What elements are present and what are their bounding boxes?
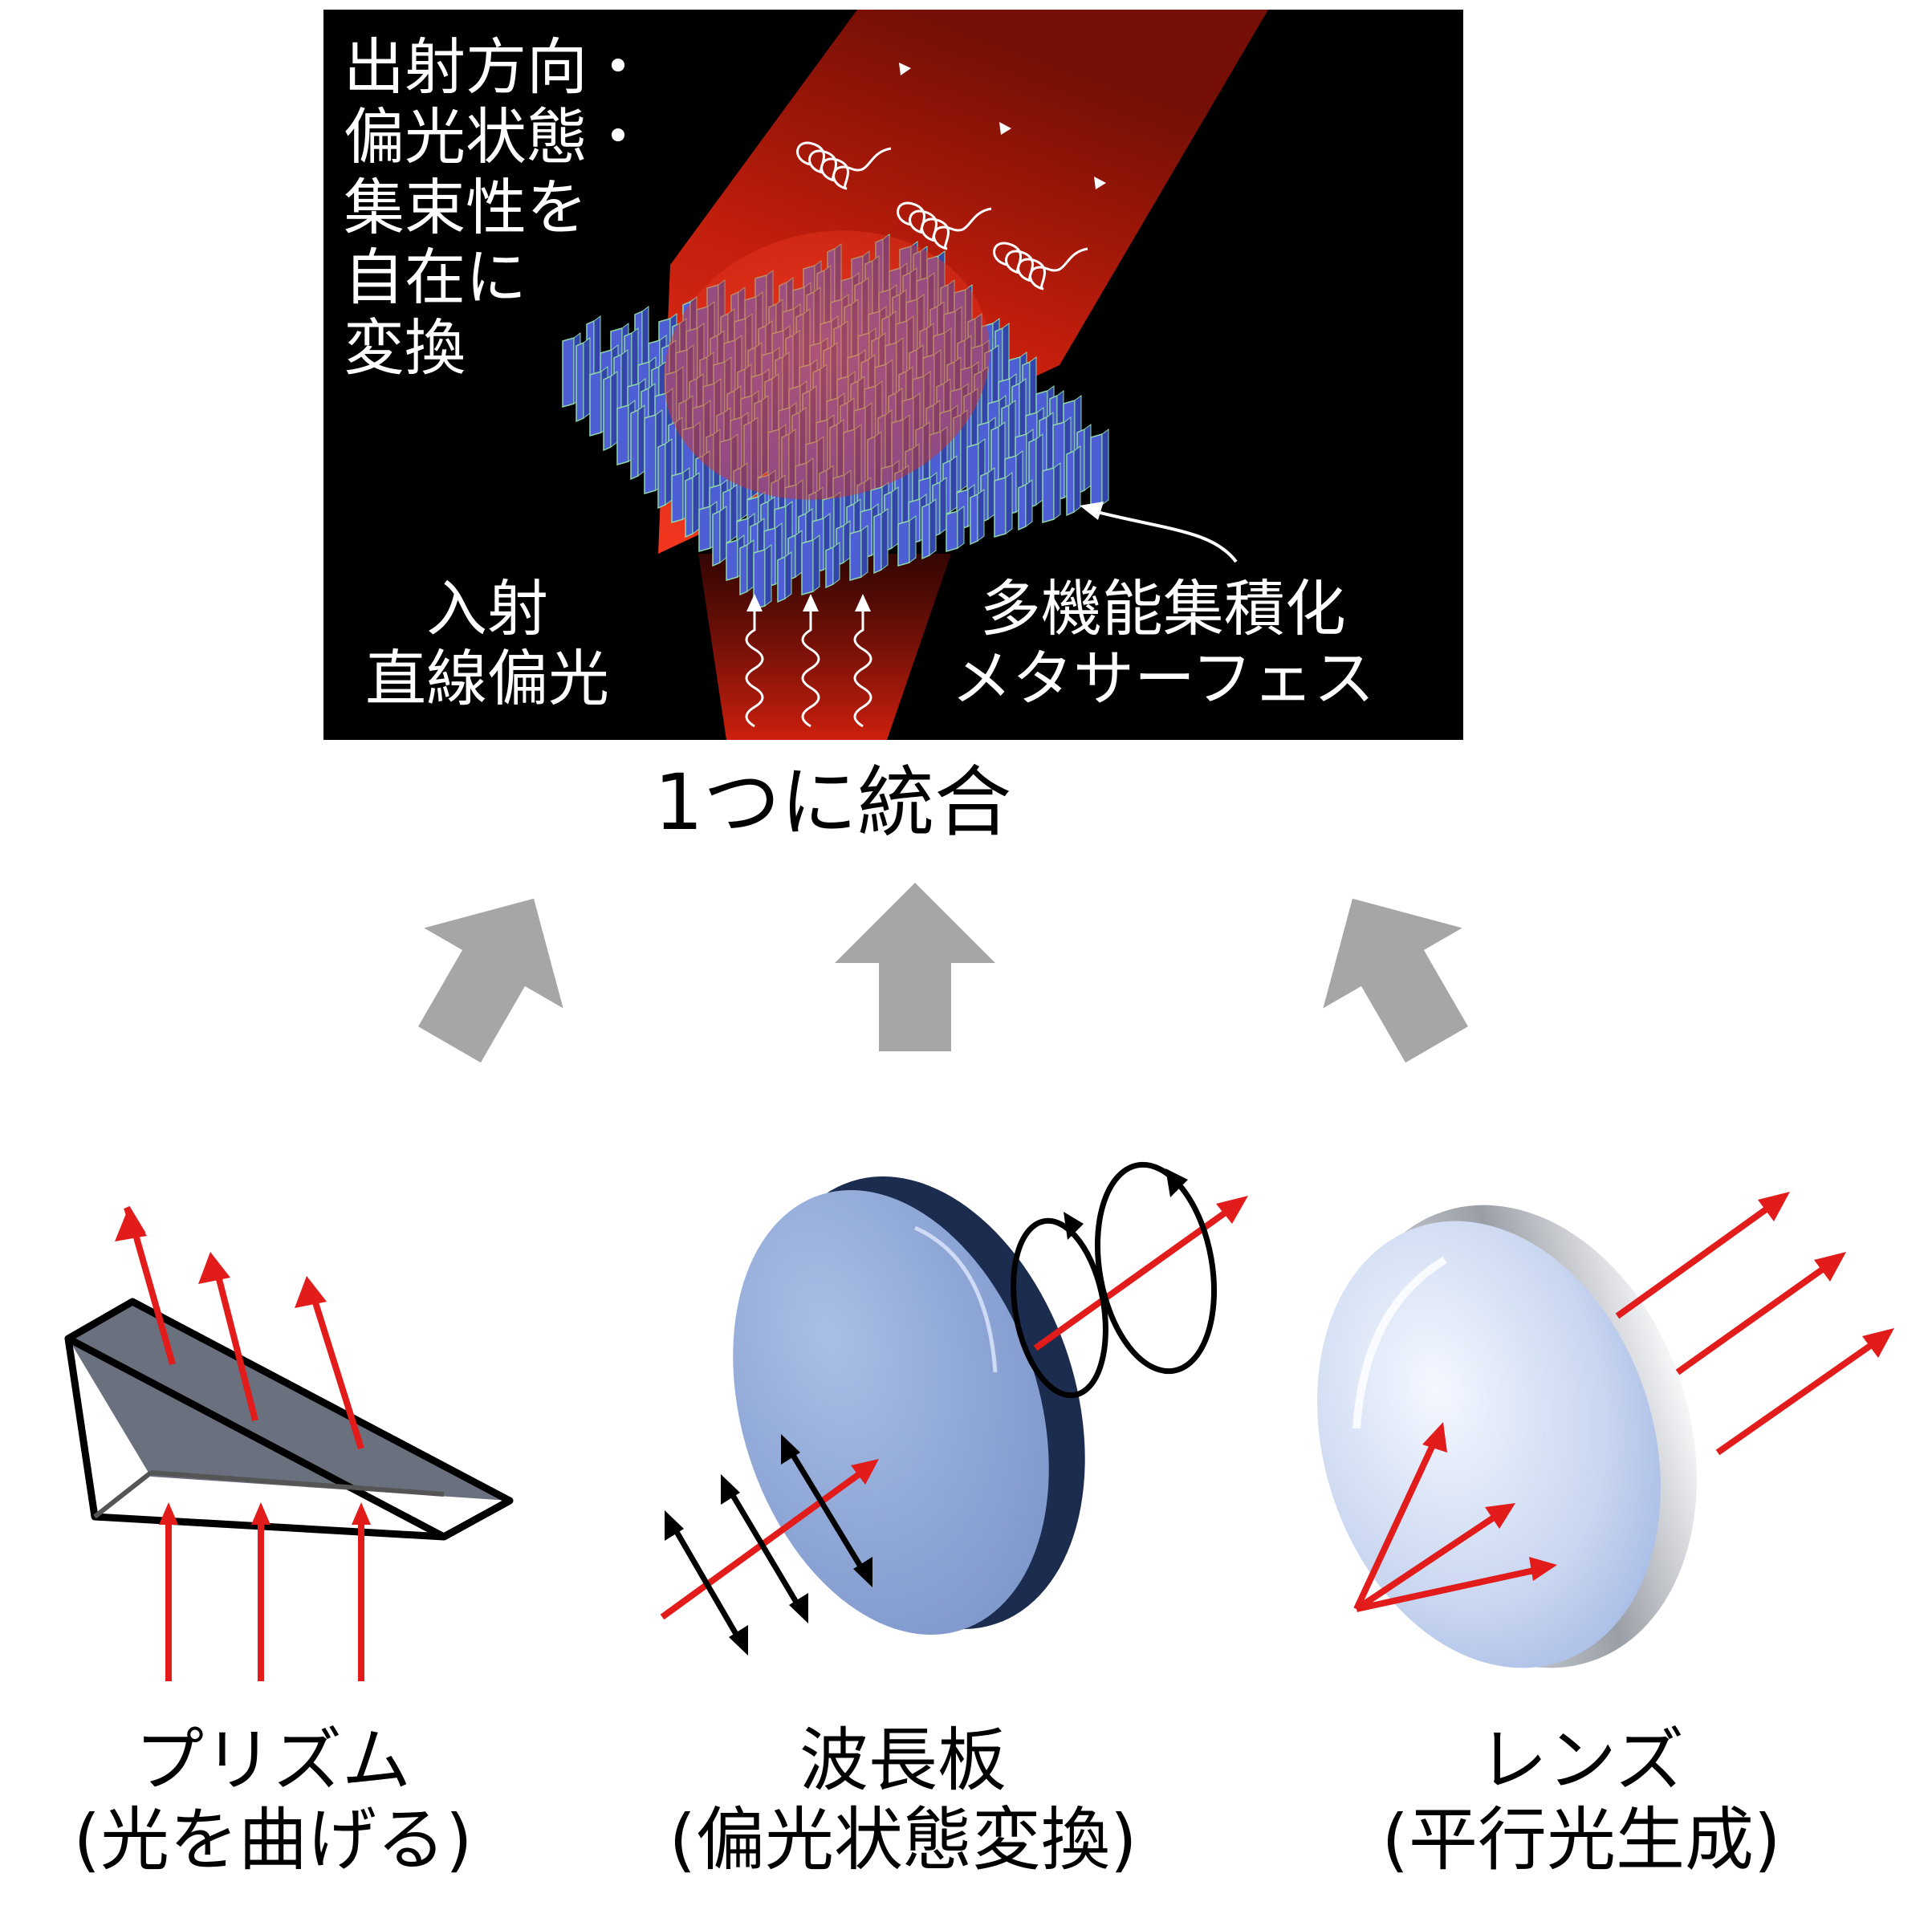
nanopillar-side (843, 520, 851, 563)
nanopillar (849, 530, 862, 581)
nanopillar (603, 375, 612, 452)
lens-caption: レンズ (平行光生成) (1356, 1721, 1806, 1880)
input-description: 入射 直線偏光 (365, 574, 609, 714)
input-line-1: 入射 (426, 573, 548, 644)
nanopillar (1018, 483, 1027, 531)
nanopillar (698, 506, 711, 552)
nanopillar (630, 408, 639, 481)
nanopillar (921, 502, 930, 560)
nanopillar-side (1005, 472, 1013, 534)
nanopillar (685, 476, 693, 538)
gray-arrow-left (418, 898, 563, 1063)
nanopillar-side (977, 489, 985, 542)
waveplate-caption: 波長板 (偏光状態変換) (646, 1721, 1160, 1880)
output-line-3: 集束性を (344, 171, 588, 243)
output-line-2: 偏光状態・ (344, 101, 649, 173)
nanopillar-side (950, 455, 958, 513)
nanopillar (644, 414, 657, 494)
prism-caption: プリズム (光を曲げる) (60, 1721, 486, 1880)
nanopillar (946, 510, 958, 552)
helix-2 (897, 201, 992, 250)
nanopillar (970, 493, 978, 546)
nanopillar-side (891, 486, 899, 549)
nanopillar-side (610, 371, 618, 448)
lens (1317, 1205, 1697, 1668)
nanopillar (616, 404, 629, 465)
nanopillar-side (795, 530, 803, 578)
helix-1 (796, 141, 892, 190)
metasurface-line-2: メタサーフェス (951, 643, 1375, 715)
nanopillar-side (1073, 445, 1081, 513)
metasurface-pointer (1087, 508, 1238, 563)
illumination-spot (664, 230, 990, 500)
gray-arrow-right (1323, 898, 1468, 1063)
nanopillar-side (860, 525, 868, 578)
output-line-1: 出射方向・ (344, 31, 649, 103)
helix-3 (993, 242, 1088, 291)
nanopillar-side (929, 498, 937, 556)
nanopillar-side (1025, 479, 1033, 527)
nanopillar-side (881, 508, 889, 571)
lens-name: レンズ (1478, 1721, 1685, 1801)
nanopillar (726, 539, 738, 581)
waveplate-rays (660, 1161, 1248, 1656)
output-helix-group (796, 141, 1088, 291)
nanopillar (712, 510, 721, 567)
nanopillar-side (939, 477, 947, 534)
lens-rays (1353, 1192, 1894, 1612)
lens-desc: (平行光生成) (1381, 1799, 1781, 1880)
helix-arrowheads (899, 63, 1106, 189)
integrate-label: 1つに統合 (654, 758, 1012, 847)
output-line-5: 変換 (344, 311, 466, 384)
nanopillar (801, 539, 814, 595)
nanopillar-side (812, 534, 820, 592)
nanopillar (671, 472, 684, 523)
nanopillar-side (764, 544, 772, 607)
nanopillar (657, 442, 666, 510)
prism (64, 1298, 514, 1541)
nanopillar (777, 555, 786, 603)
prism-rays (115, 1205, 371, 1681)
nanopillar-side (1084, 424, 1092, 491)
nanopillar-side (1101, 429, 1109, 506)
nanopillar (1066, 449, 1075, 517)
nanopillar-side (957, 506, 965, 549)
integration-arrows (418, 883, 1468, 1063)
output-description: 出射方向・ 偏光状態・ 集束性を 自在に 変換 (344, 32, 649, 383)
nanopillar-side (987, 467, 995, 520)
nanopillar (825, 546, 834, 589)
nanopillar-side (746, 539, 754, 592)
waveplate (733, 1176, 1085, 1635)
gray-arrow-center (835, 883, 995, 1051)
metasurface-label: 多機能集積化 メタサーフェス (951, 574, 1374, 714)
output-line-4: 自在に (344, 242, 527, 314)
input-line-2: 直線偏光 (365, 643, 609, 715)
nanopillar-side (719, 506, 727, 563)
prism-desc: (光を曲げる) (73, 1799, 473, 1880)
nanopillar-side (832, 542, 840, 585)
nanopillar (873, 512, 882, 575)
nanopillar (739, 543, 748, 596)
nanopillar-side (665, 438, 673, 506)
metasurface-line-1: 多機能集積化 (979, 573, 1346, 644)
nanopillar (1042, 467, 1055, 523)
nanopillar (1090, 433, 1103, 509)
nanopillar-side (583, 337, 591, 419)
nanopillar-side (1053, 462, 1061, 520)
nanopillar-side (1035, 433, 1043, 506)
nanopillar-side (730, 484, 738, 542)
waveplate-desc: (偏光状態変換) (669, 1799, 1137, 1880)
waveplate-name: 波長板 (799, 1721, 1007, 1801)
nanopillar-side (637, 404, 645, 477)
input-wave-group (745, 606, 872, 728)
nanopillar (994, 477, 1007, 538)
nanopillar-side (692, 472, 700, 534)
nanopillar-side (909, 515, 917, 563)
prism-name: プリズム (135, 1721, 411, 1801)
nanopillar-side (784, 551, 792, 599)
nanopillar (897, 520, 910, 567)
